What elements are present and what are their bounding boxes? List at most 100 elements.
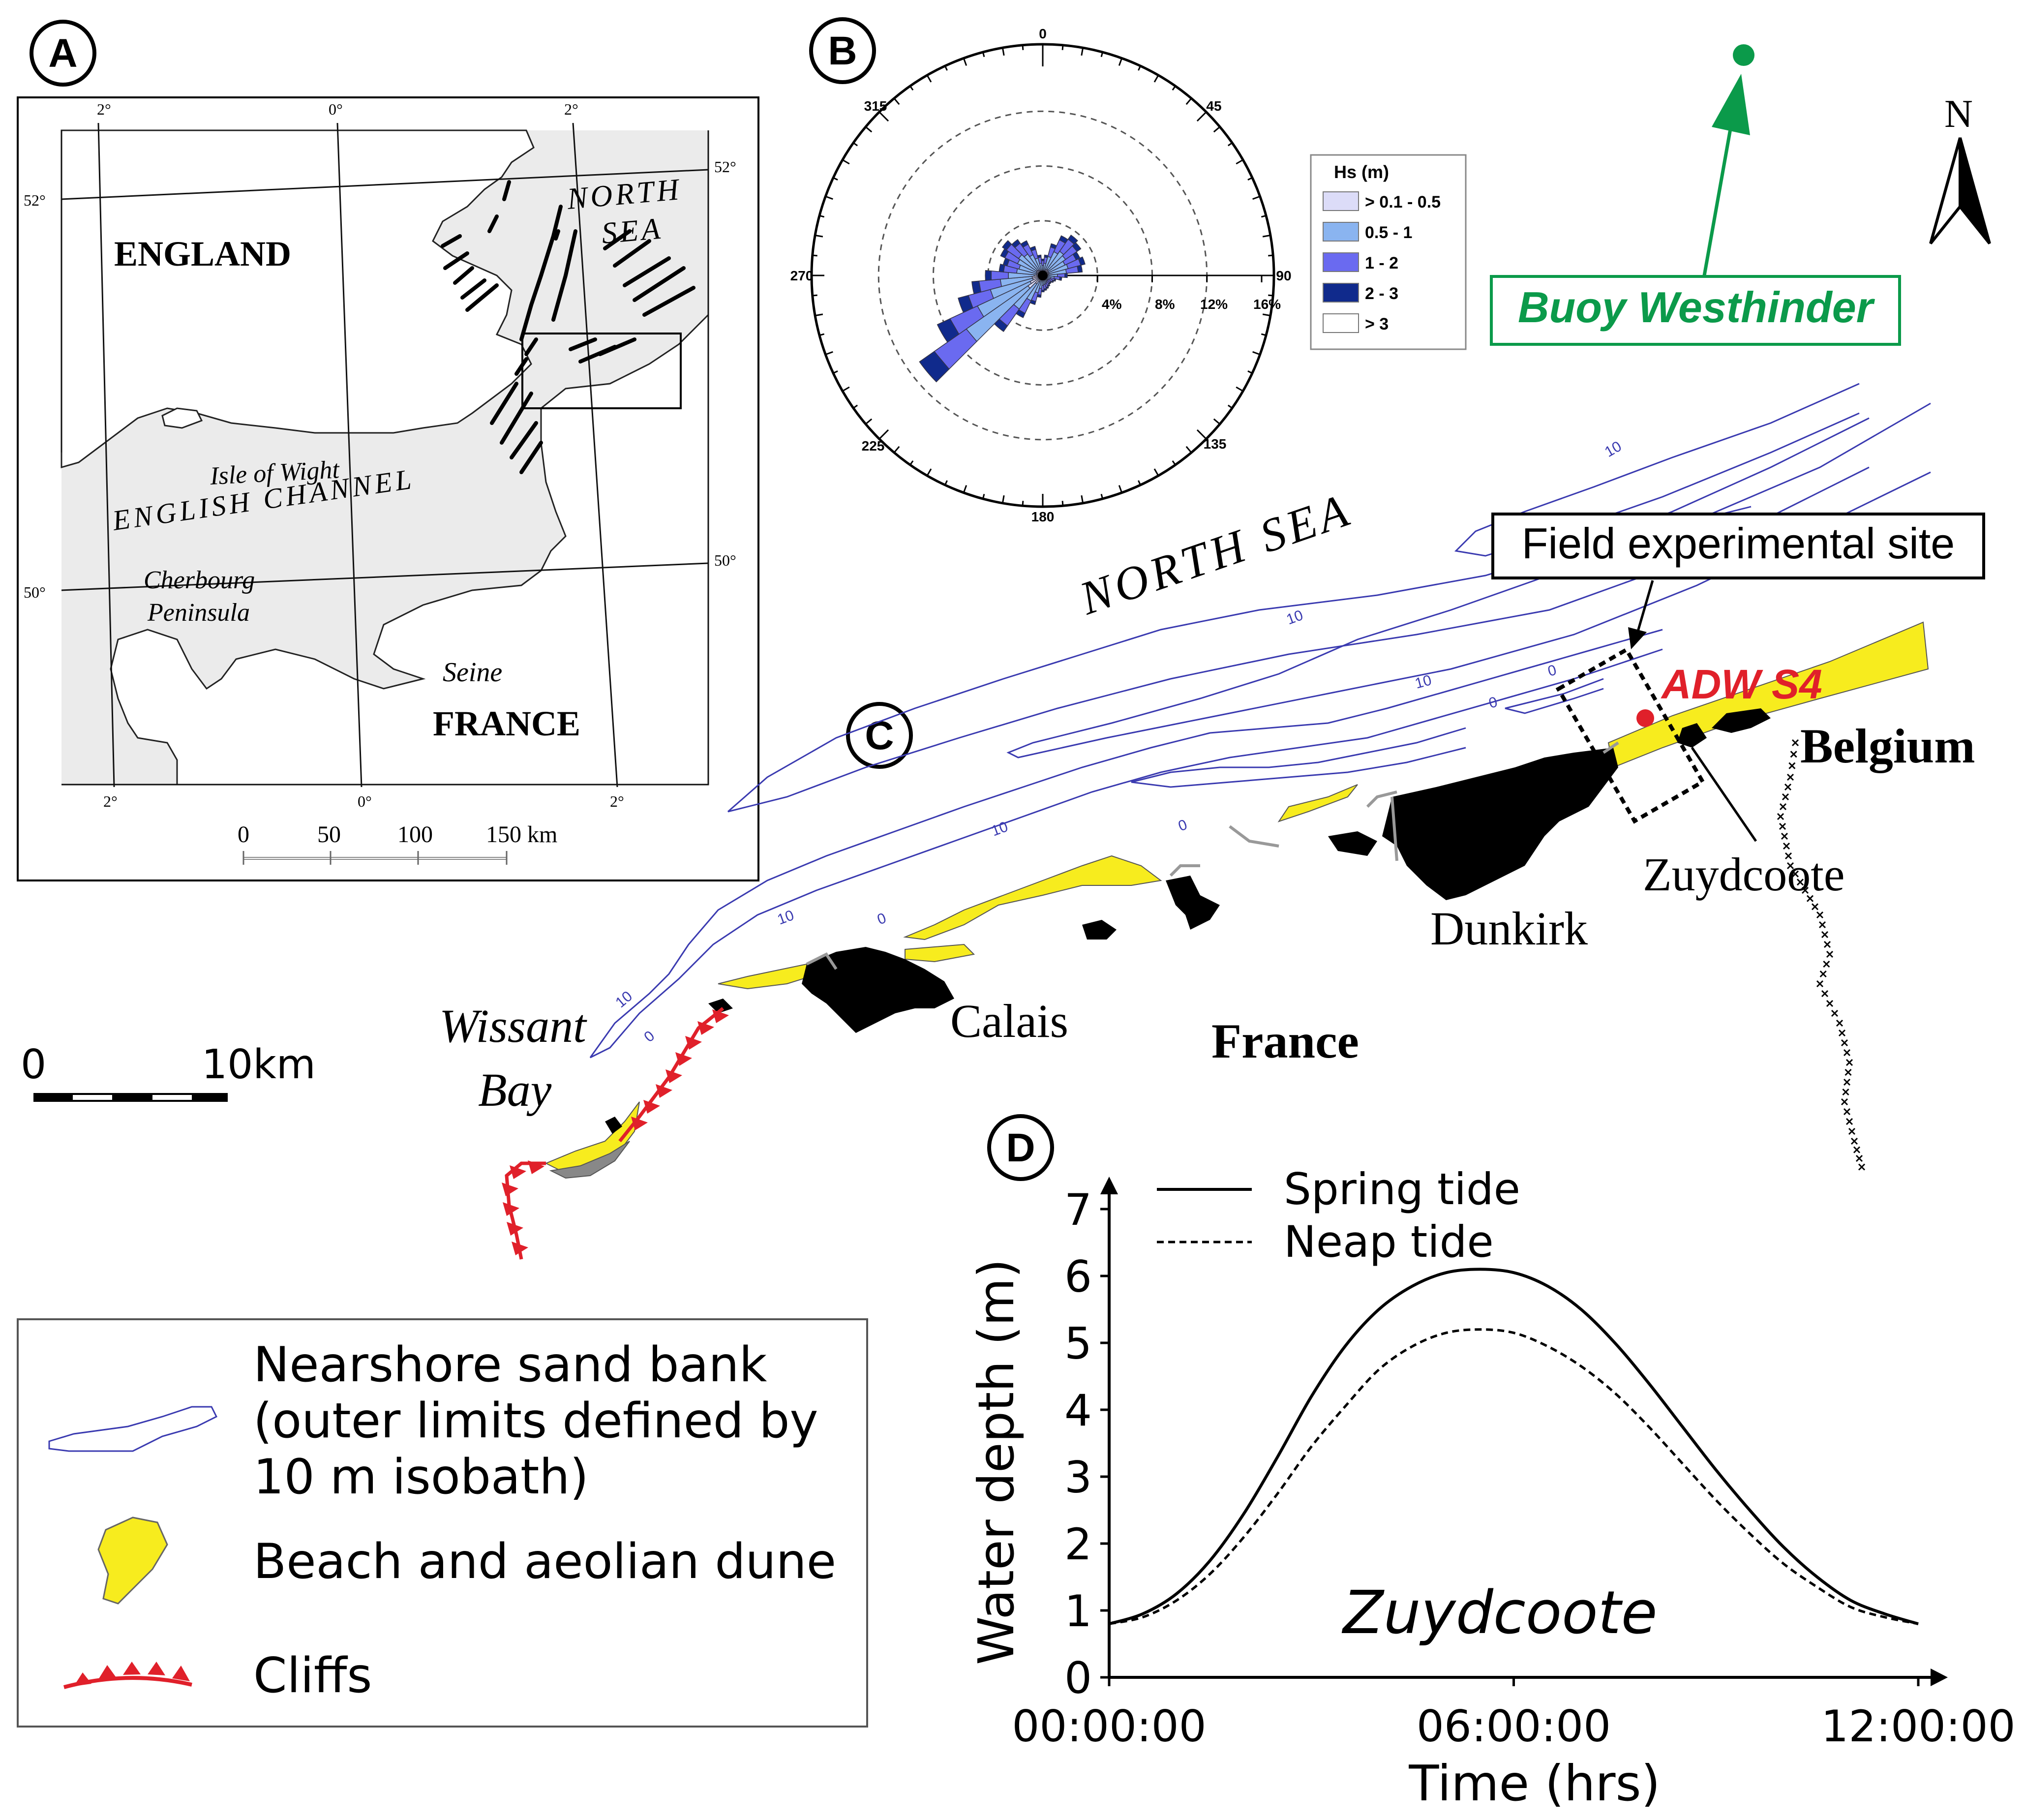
rose-tick-285 <box>819 214 825 218</box>
rose-legend-swatch-4 <box>1323 313 1359 333</box>
panel-badge-c: C <box>846 702 913 769</box>
rose-tick-125 <box>1227 404 1233 409</box>
legend-sandbank-swatch <box>48 1406 218 1452</box>
rose-tick-215 <box>909 460 914 465</box>
belgium-france-border <box>1777 739 1866 1171</box>
field-site-label-box <box>1491 513 1985 579</box>
panel-badge-a: A <box>30 20 96 87</box>
border-cross-11 <box>1784 852 1792 860</box>
border-cross-5 <box>1782 793 1789 801</box>
rose-legend-label-0: > 0.1 - 0.5 <box>1365 193 1441 212</box>
north-sea-label-2: SEA <box>600 212 664 250</box>
cherbourg-label-2: Peninsula <box>147 599 250 627</box>
rose-petal-260-band-3 <box>971 280 982 295</box>
spring-tide-line <box>1109 1268 1919 1626</box>
border-cross-32 <box>1843 1049 1851 1057</box>
rose-tick-55 <box>1227 142 1233 147</box>
rose-tick-85 <box>1268 254 1273 257</box>
rose-dir-315: 315 <box>864 98 887 114</box>
panel-a-map: 2° 0° 2° 2° 0° 2° 52° 52° 50° 50° ENGLAN… <box>17 96 759 881</box>
border-cross-8 <box>1779 822 1786 830</box>
map-legend: Nearshore sand bank (outer limits define… <box>17 1318 868 1728</box>
tide-y-axis-arrow <box>1100 1177 1118 1194</box>
legend-sandbank-line-1: Nearshore sand bank <box>253 1337 767 1393</box>
border-cross-26 <box>1821 990 1829 998</box>
rose-legend-swatch-3 <box>1323 283 1359 303</box>
rose-legend-swatch-2 <box>1323 252 1359 272</box>
rose-petal-120-band-3 <box>1051 279 1055 283</box>
border-cross-3 <box>1786 773 1794 781</box>
rose-dir-225: 225 <box>862 438 885 454</box>
cliff-tooth-7 <box>631 1117 648 1130</box>
cliff-tooth-8 <box>528 1160 544 1174</box>
rose-tick-140 <box>1185 446 1192 454</box>
rose-tick-115 <box>1247 370 1253 374</box>
border-cross-16 <box>1806 895 1814 902</box>
rose-ring-12: 12% <box>1200 297 1228 312</box>
french-beach-5 <box>905 943 975 963</box>
border-cross-31 <box>1841 1039 1848 1047</box>
cliff-tooth-9 <box>510 1165 526 1179</box>
cliff-teeth <box>502 1009 729 1255</box>
isobath-label-7: 10 <box>775 907 796 928</box>
rose-legend-label-4: > 3 <box>1365 315 1389 334</box>
border-cross-23 <box>1823 960 1830 968</box>
border-cross-13 <box>1791 870 1799 878</box>
rose-tick-195 <box>982 493 985 499</box>
rose-petal-250-band-3 <box>958 295 973 313</box>
rose-tick-20 <box>1118 58 1123 66</box>
border-cross-37 <box>1841 1098 1848 1106</box>
border-cross-20 <box>1821 931 1829 939</box>
rose-tick-155 <box>1138 480 1141 485</box>
border-cross-41 <box>1850 1137 1858 1145</box>
cliff-tooth-1 <box>697 1021 714 1035</box>
rose-petal-270-band-3 <box>985 270 992 281</box>
rose-petal-230-band-3 <box>919 351 950 383</box>
rose-tick-295 <box>833 177 838 181</box>
france-label-c: France <box>1211 1014 1359 1068</box>
isobath-label-11: 0 <box>1546 662 1558 680</box>
rose-tick-25 <box>1138 65 1141 71</box>
rose-tick-190 <box>1001 495 1005 504</box>
border-cross-1 <box>1790 751 1797 758</box>
lon-label-top-1: 2° <box>97 100 111 118</box>
north-arrow: N <box>1929 92 1991 244</box>
rose-tick-320 <box>893 97 900 105</box>
rose-legend-label-1: 0.5 - 1 <box>1365 223 1412 242</box>
rose-dir-45: 45 <box>1206 98 1221 114</box>
tide-x-axis-label: Time (hrs) <box>1408 1755 1660 1812</box>
border-cross-22 <box>1826 950 1834 958</box>
field-site-label: Field experimental site <box>1522 519 1955 568</box>
rose-tick-255 <box>819 333 825 336</box>
wissant-grey <box>549 1141 630 1179</box>
rose-tick-225 <box>878 429 889 440</box>
legend-cliffs-swatch <box>63 1662 192 1689</box>
border-cross-0 <box>1791 739 1799 747</box>
rose-tick-145 <box>1172 460 1176 465</box>
buoy-label: Buoy Westhinder <box>1518 283 1875 332</box>
legend-sandbank-line-3: 10 m isobath) <box>253 1449 589 1505</box>
small-urban <box>1082 920 1117 940</box>
rose-center <box>1038 271 1048 280</box>
gravelines-urban <box>1166 876 1220 930</box>
tide-legend: Spring tide Neap tide <box>1157 1164 1520 1267</box>
lat-label-right-52: 52° <box>714 158 736 176</box>
legend-sandbank-line-2: (outer limits defined by <box>253 1393 818 1449</box>
border-cross-27 <box>1826 1000 1834 1007</box>
rose-tick-35 <box>1172 86 1176 91</box>
french-beach-1 <box>1277 784 1358 822</box>
rose-tick-350 <box>1001 47 1005 56</box>
rose-tick-240 <box>842 386 850 392</box>
buoy-westhinder: Buoy Westhinder <box>1490 44 1901 346</box>
cliff-tooth-5 <box>656 1084 672 1098</box>
wissant-label-1: Wissant <box>439 1000 587 1052</box>
rose-petal-350-band-3 <box>1037 254 1042 258</box>
rose-petal-100-band-3 <box>1058 276 1062 281</box>
border-cross-6 <box>1779 803 1787 811</box>
border-cross-25 <box>1816 980 1824 988</box>
scale-a-tick-100: 100 <box>397 821 433 848</box>
border-cross-38 <box>1843 1108 1851 1116</box>
